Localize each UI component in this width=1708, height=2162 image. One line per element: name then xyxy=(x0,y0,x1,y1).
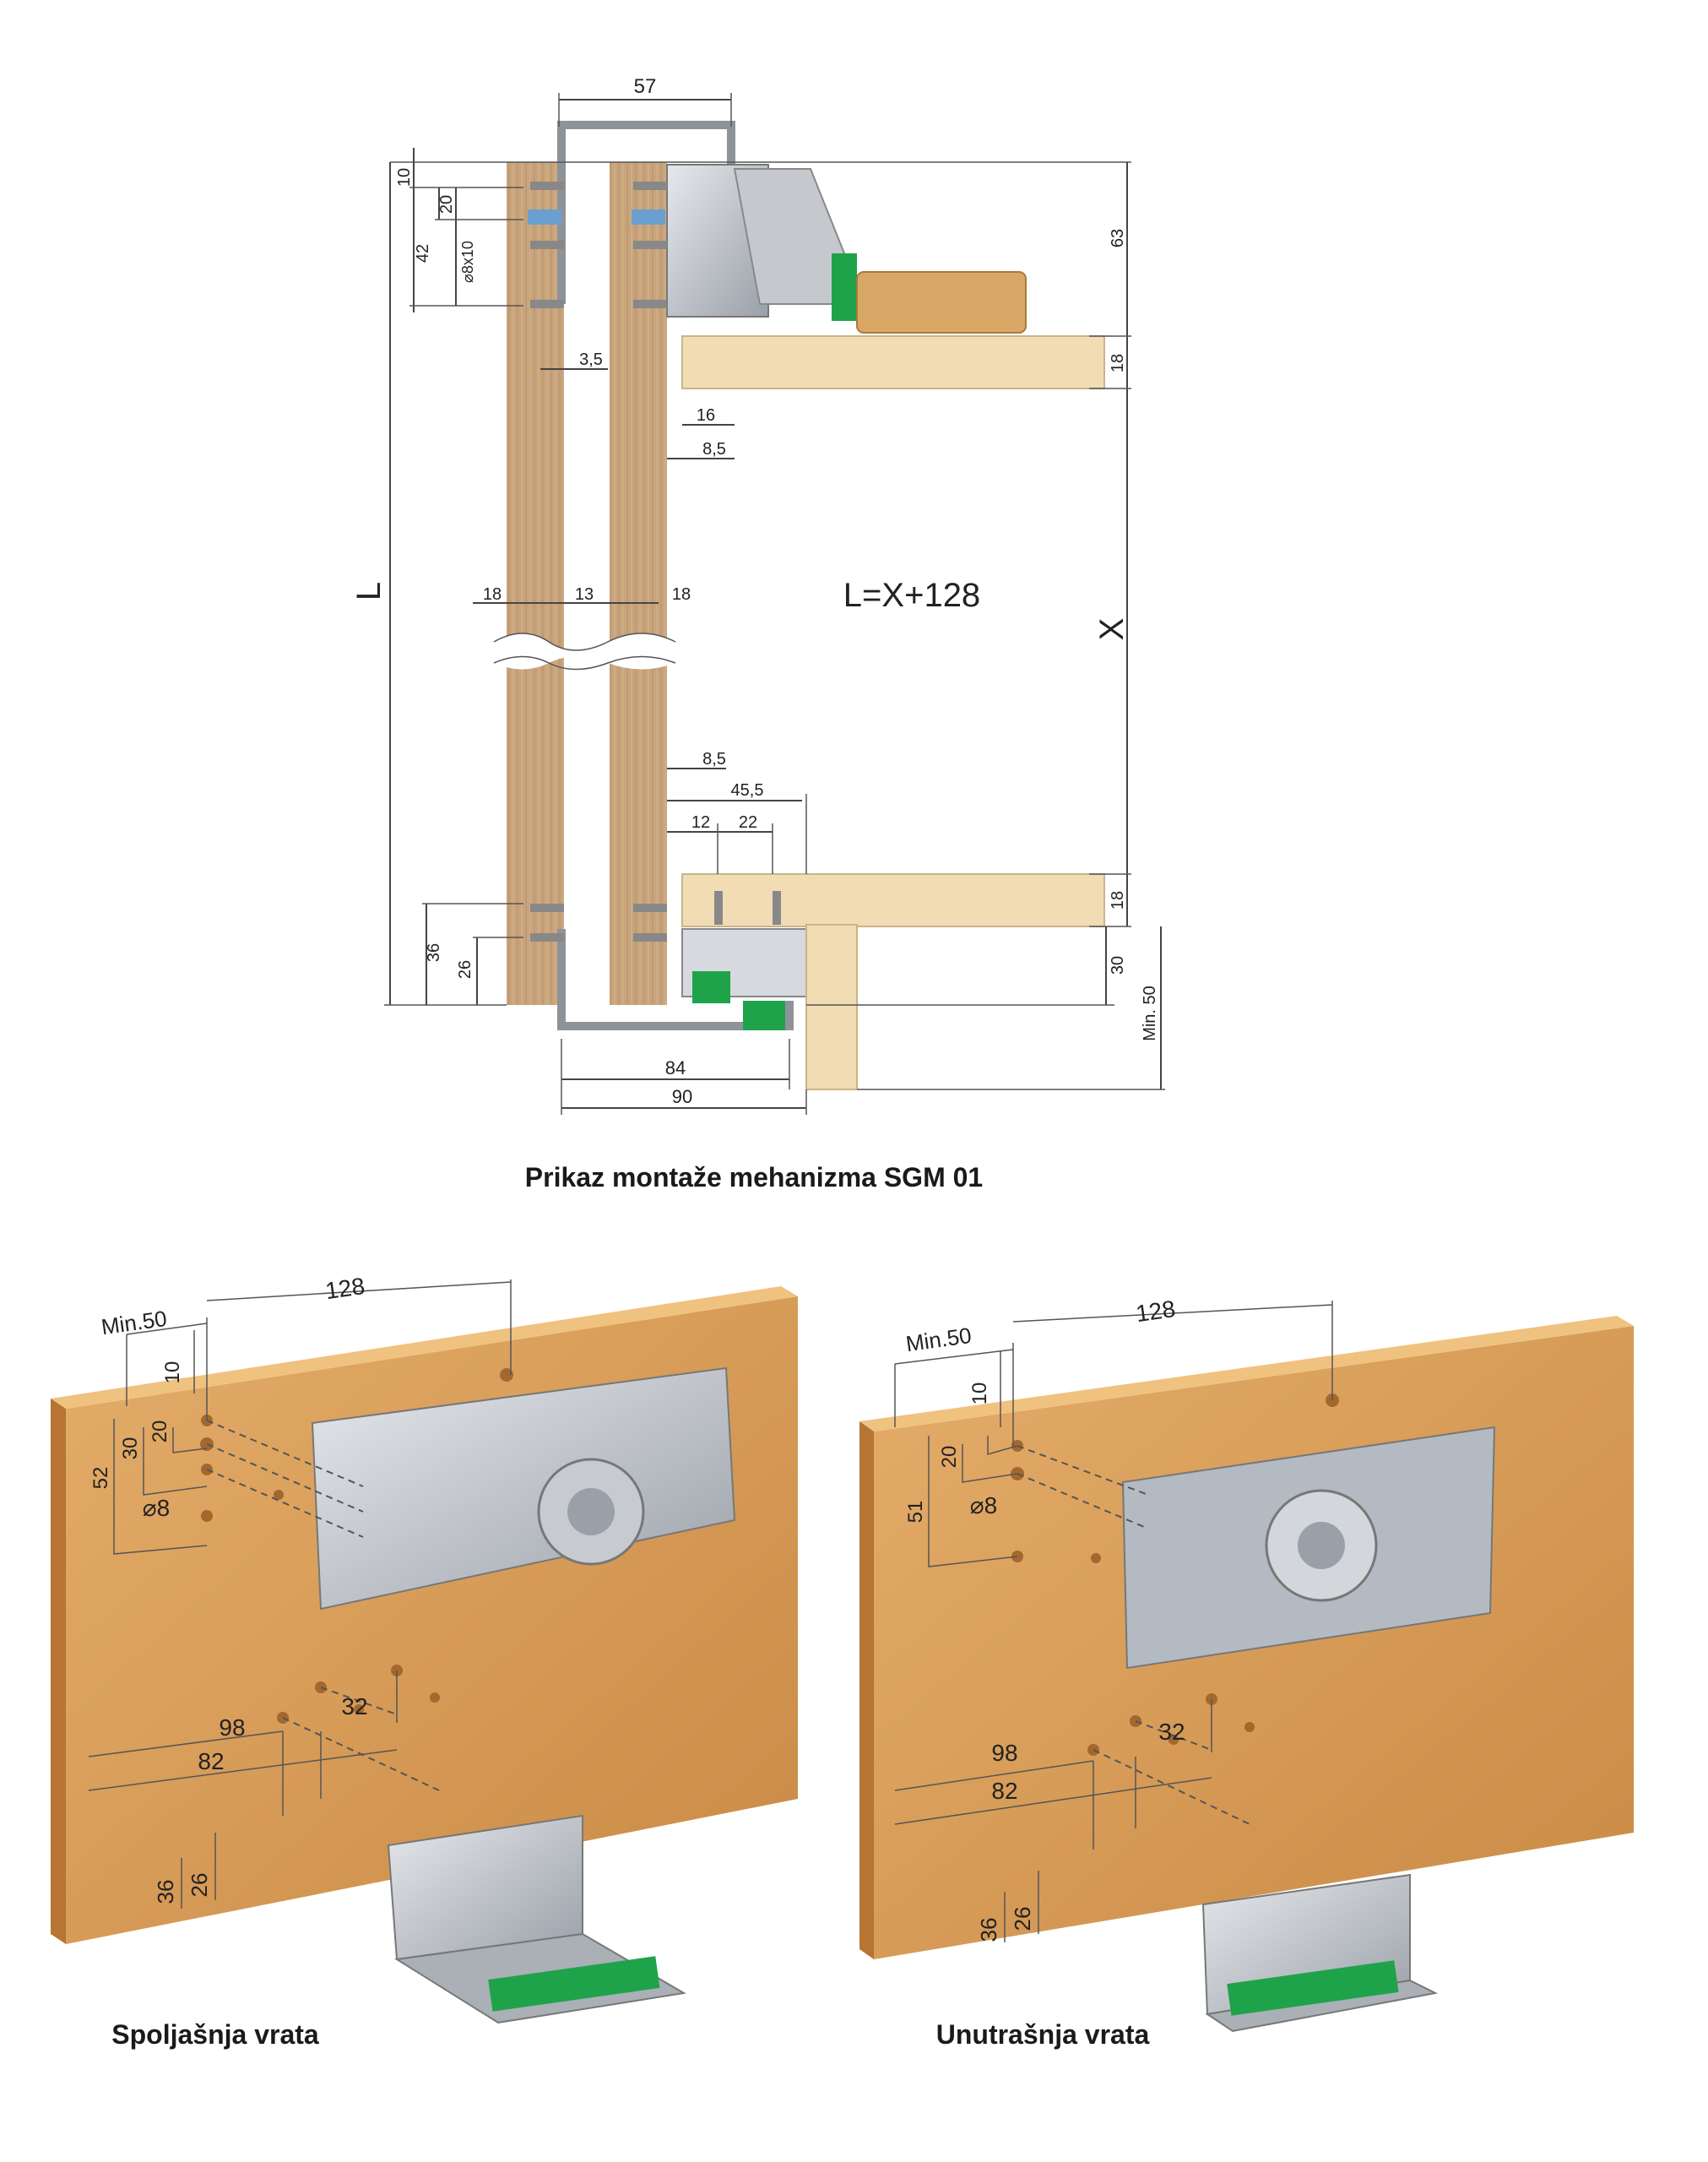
left-dim-36: 36 xyxy=(153,1880,178,1904)
left-dimension-lines xyxy=(88,1279,512,1909)
dim-57: 57 xyxy=(634,75,657,98)
left-panel-top-edge xyxy=(51,1286,798,1409)
left-panel-side-edge xyxy=(51,1399,66,1944)
right-dim-36: 36 xyxy=(976,1918,1001,1942)
bottom-right-diagram: Min.50 128 10 20 51 ⌀8 98 32 82 36 26 Un… xyxy=(859,1296,1634,2050)
top-shelf-board xyxy=(681,335,1105,389)
top-caption: Prikaz montaže mehanizma SGM 01 xyxy=(525,1162,983,1192)
left-dim-26: 26 xyxy=(187,1873,212,1898)
left-dim-10: 10 xyxy=(161,1361,184,1384)
inner-wood-panel xyxy=(610,162,667,1005)
right-dim-82: 82 xyxy=(991,1778,1017,1804)
right-dim-min50: Min.50 xyxy=(904,1323,973,1357)
right-dimension-lines xyxy=(894,1301,1333,1942)
dim-30: 30 xyxy=(1109,956,1127,975)
dim-min-50: Min. 50 xyxy=(1141,986,1159,1041)
right-dim-hole: ⌀8 xyxy=(970,1492,997,1518)
right-dim-51: 51 xyxy=(904,1501,927,1524)
right-panel-top-edge xyxy=(859,1316,1634,1431)
dim-12: 12 xyxy=(691,813,710,832)
bottom-screws xyxy=(530,891,781,942)
left-top-fitting xyxy=(311,1366,736,1611)
dim-45-5: 45,5 xyxy=(731,781,764,800)
left-dim-98: 98 xyxy=(219,1714,245,1741)
top-section-diagram: 57 10 20 42 ⌀8x10 63 18 3,5 16 8,5 L 18 … xyxy=(350,75,1165,1192)
right-dim-26: 26 xyxy=(1010,1907,1035,1931)
dim-L: L xyxy=(350,582,388,600)
dim-26: 26 xyxy=(456,960,474,979)
formula: L=X+128 xyxy=(843,577,980,614)
dim-hole-8x10: ⌀8x10 xyxy=(459,241,476,283)
right-green-guide xyxy=(1227,1960,1399,2016)
dim-18-top: 18 xyxy=(1109,354,1127,372)
bottom-shelf-board xyxy=(681,873,1105,927)
dim-3-5: 3,5 xyxy=(579,350,603,369)
dim-42: 42 xyxy=(414,244,432,263)
dim-18-right: 18 xyxy=(672,585,691,604)
bottom-left-diagram: Min.50 128 10 20 30 52 ⌀8 98 32 82 36 26… xyxy=(51,1273,798,2050)
dim-18-bottom: 18 xyxy=(1109,891,1127,910)
door-panel xyxy=(805,924,858,1090)
dim-84: 84 xyxy=(665,1057,686,1078)
left-dim-128: 128 xyxy=(323,1273,366,1304)
left-dim-min50: Min.50 xyxy=(100,1306,168,1340)
left-dim-20: 20 xyxy=(149,1421,171,1443)
top-green-stopper xyxy=(832,253,857,321)
bottom-green-guide-2 xyxy=(743,1001,785,1030)
left-dim-hole: ⌀8 xyxy=(143,1495,170,1521)
dim-22: 22 xyxy=(739,813,757,832)
left-dim-30: 30 xyxy=(119,1437,142,1460)
left-dim-52: 52 xyxy=(89,1467,112,1490)
dim-20: 20 xyxy=(437,195,456,214)
dim-X: X xyxy=(1093,618,1131,641)
dim-90: 90 xyxy=(672,1086,692,1107)
dim-16: 16 xyxy=(697,406,715,425)
dim-8-5-top: 8,5 xyxy=(702,440,726,459)
dim-36: 36 xyxy=(425,943,443,962)
right-panel-side-edge xyxy=(859,1421,874,1959)
left-caption: Spoljašnja vrata xyxy=(111,2019,319,2050)
left-dim-32: 32 xyxy=(341,1693,367,1719)
right-dim-98: 98 xyxy=(991,1740,1017,1766)
break-line xyxy=(494,633,675,670)
right-dim-128: 128 xyxy=(1134,1296,1177,1327)
right-dim-32: 32 xyxy=(1158,1719,1185,1745)
top-screws xyxy=(528,182,667,308)
dim-13: 13 xyxy=(575,585,594,604)
dim-10: 10 xyxy=(395,168,414,187)
outer-wood-panel xyxy=(507,162,564,1005)
dim-18-left: 18 xyxy=(483,585,502,604)
dim-8-5-bottom: 8,5 xyxy=(702,750,726,769)
left-green-guide xyxy=(488,1956,660,2012)
dim-63: 63 xyxy=(1109,229,1127,247)
bottom-track-profile xyxy=(557,929,794,1030)
dimension-lines xyxy=(384,93,1165,1115)
right-caption: Unutrašnja vrata xyxy=(936,2019,1150,2050)
left-dim-82: 82 xyxy=(198,1748,224,1774)
bottom-green-guide-1 xyxy=(692,971,730,1003)
right-dim-10: 10 xyxy=(968,1382,991,1405)
top-shelf-box xyxy=(856,271,1027,334)
right-dim-20: 20 xyxy=(938,1446,961,1469)
